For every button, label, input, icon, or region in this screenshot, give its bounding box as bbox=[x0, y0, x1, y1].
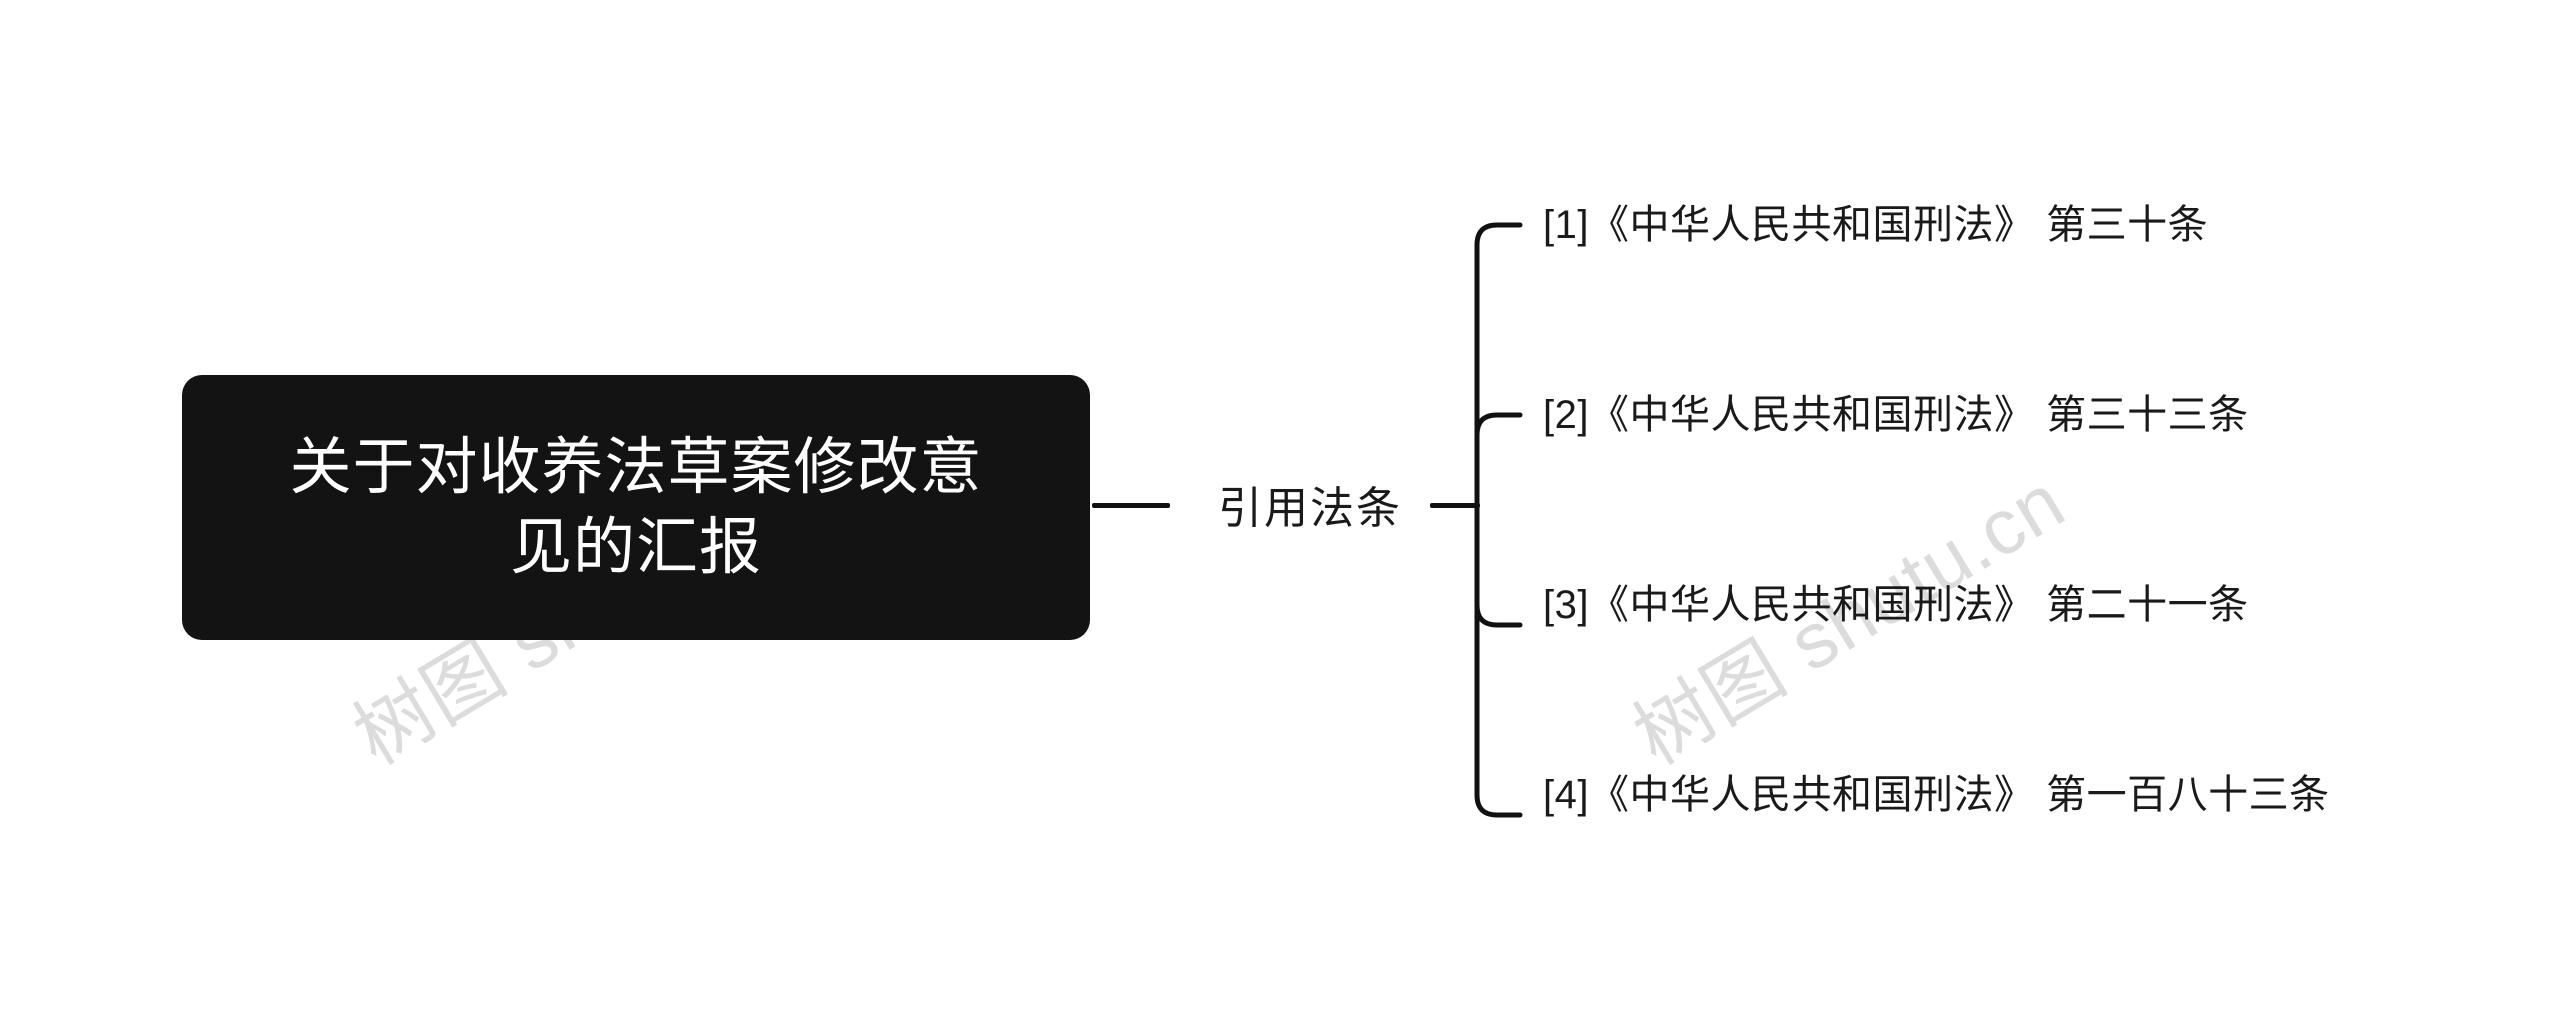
bracket-stub-4 bbox=[1474, 792, 1523, 818]
bracket-stub-3 bbox=[1474, 602, 1523, 628]
leaf-node-2[interactable]: [2]《中华人民共和国刑法》 第三十三条 bbox=[1543, 385, 2249, 445]
leaf-node-4[interactable]: [4]《中华人民共和国刑法》 第一百八十三条 bbox=[1543, 765, 2330, 825]
branch-to-spine-connector bbox=[1430, 503, 1480, 508]
root-to-branch-connector bbox=[1092, 503, 1170, 508]
root-node-label: 关于对收养法草案修改意见的汇报 bbox=[289, 433, 983, 582]
leaf-node-2-label: [2]《中华人民共和国刑法》 第三十三条 bbox=[1543, 393, 2249, 437]
root-node[interactable]: 关于对收养法草案修改意见的汇报 bbox=[182, 375, 1090, 640]
leaf-node-3[interactable]: [3]《中华人民共和国刑法》 第二十一条 bbox=[1543, 575, 2249, 635]
bracket-stub-1 bbox=[1474, 222, 1523, 248]
leaf-node-3-label: [3]《中华人民共和国刑法》 第二十一条 bbox=[1543, 583, 2249, 627]
leaf-node-1[interactable]: [1]《中华人民共和国刑法》 第三十条 bbox=[1543, 195, 2208, 255]
bracket-stub-2 bbox=[1474, 412, 1523, 438]
bracket-connector bbox=[1474, 222, 1523, 818]
leaf-node-1-label: [1]《中华人民共和国刑法》 第三十条 bbox=[1543, 203, 2209, 247]
leaf-node-4-label: [4]《中华人民共和国刑法》 第一百八十三条 bbox=[1543, 773, 2330, 817]
branch-node-label[interactable]: 引用法条 bbox=[1218, 484, 1402, 533]
